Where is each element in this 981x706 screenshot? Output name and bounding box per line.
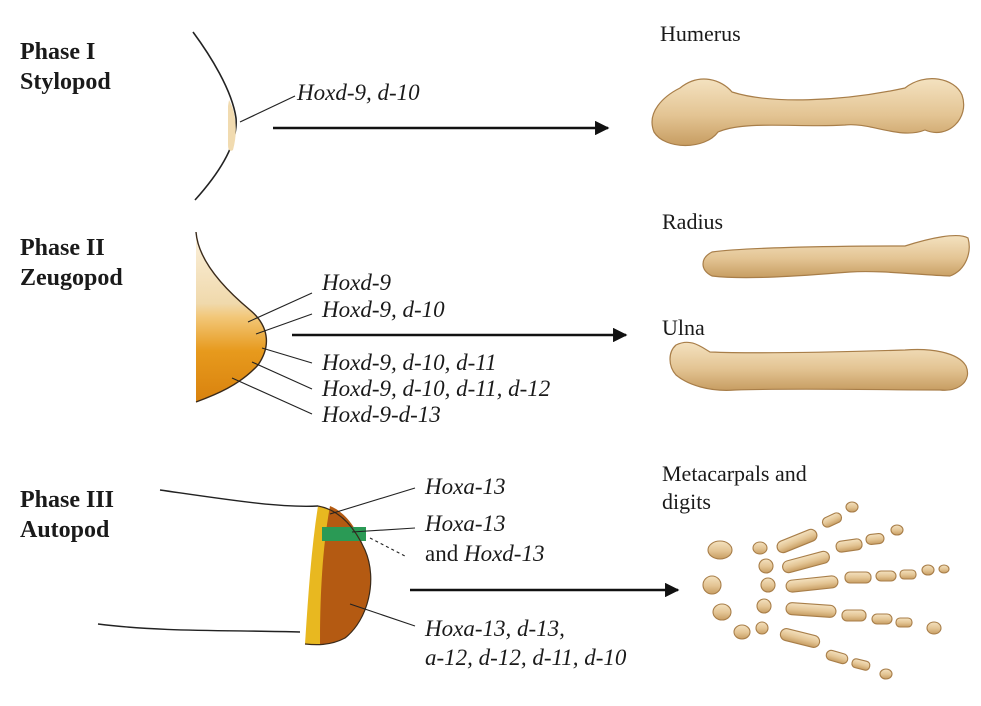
- phase3-gene-label-2b: and Hoxd-13: [425, 541, 544, 567]
- phase1-title: Phase I Stylopod: [20, 37, 111, 97]
- phase1-limb-bud: [193, 32, 236, 200]
- ulna-label: Ulna: [662, 314, 705, 342]
- phase3-gene-hoxd13: Hoxd-13: [464, 541, 544, 566]
- phase1-gene-label: Hoxd-9, d-10: [297, 80, 420, 106]
- phase1-segment: Stylopod: [20, 67, 111, 97]
- phase2-limb-bud: [196, 232, 266, 402]
- phase2-gene-label-2: Hoxd-9, d-10: [322, 297, 445, 323]
- hand-bones: [703, 502, 949, 679]
- phase3-limb-bud: [98, 490, 371, 645]
- phase2-title: Phase II Zeugopod: [20, 233, 123, 293]
- phase2-gene-label-5: Hoxd-9-d-13: [322, 402, 441, 428]
- radius-bone: [703, 236, 969, 278]
- phase1-gene-leader: [240, 96, 295, 122]
- phase3-segment: Autopod: [20, 515, 114, 545]
- humerus-bone: [652, 79, 964, 146]
- phase1-name: Phase I: [20, 37, 111, 67]
- humerus-label: Humerus: [660, 20, 741, 48]
- phase2-gene-label-3: Hoxd-9, d-10, d-11: [322, 350, 497, 376]
- metacarpals-label-line2: digits: [662, 488, 807, 516]
- ulna-bone: [670, 342, 968, 390]
- phase3-name: Phase III: [20, 485, 114, 515]
- radius-label: Radius: [662, 208, 723, 236]
- phase3-gene-label-1: Hoxa-13: [425, 474, 505, 500]
- metacarpals-label-line1: Metacarpals and: [662, 460, 807, 488]
- phase3-gene-label-2: Hoxa-13: [425, 511, 505, 537]
- phase2-gene-label-1: Hoxd-9: [322, 270, 391, 296]
- phase2-segment: Zeugopod: [20, 263, 123, 293]
- phase2-gene-label-4: Hoxd-9, d-10, d-11, d-12: [322, 376, 550, 402]
- phase2-name: Phase II: [20, 233, 123, 263]
- phase3-and-word: and: [425, 541, 458, 566]
- phase3-title: Phase III Autopod: [20, 485, 114, 545]
- phase3-gene-label-3b: a-12, d-12, d-11, d-10: [425, 645, 626, 671]
- metacarpals-label: Metacarpals and digits: [662, 460, 807, 516]
- phase3-gene-label-3a: Hoxa-13, d-13,: [425, 616, 565, 642]
